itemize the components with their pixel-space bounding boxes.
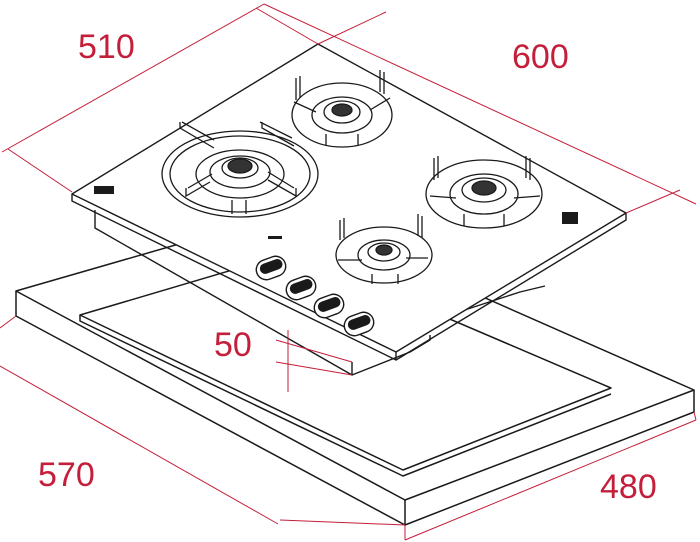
right-marking-icon — [562, 212, 578, 224]
knob-2 — [285, 275, 317, 301]
hob-body — [71, 43, 627, 376]
dimension-label-height: 50 — [214, 326, 252, 364]
glass-markings — [94, 186, 578, 239]
burner-medium-rear — [291, 70, 393, 148]
knob-4 — [343, 311, 375, 337]
burner-medium-right — [425, 156, 543, 229]
brand-mark-icon — [268, 236, 282, 239]
dimension-label-top-left: 510 — [78, 28, 135, 66]
left-marking-icon — [94, 186, 114, 194]
dimension-label-bottom-left: 570 — [38, 456, 95, 494]
dimension-lines — [0, 3, 697, 541]
burner-large — [161, 121, 319, 218]
knob-1 — [255, 255, 287, 281]
dimension-label-bottom-right: 480 — [600, 468, 657, 506]
knob-3 — [313, 293, 345, 319]
control-knobs — [255, 255, 375, 337]
burner-small-front — [335, 214, 433, 284]
dimension-label-top-right: 600 — [512, 38, 569, 76]
